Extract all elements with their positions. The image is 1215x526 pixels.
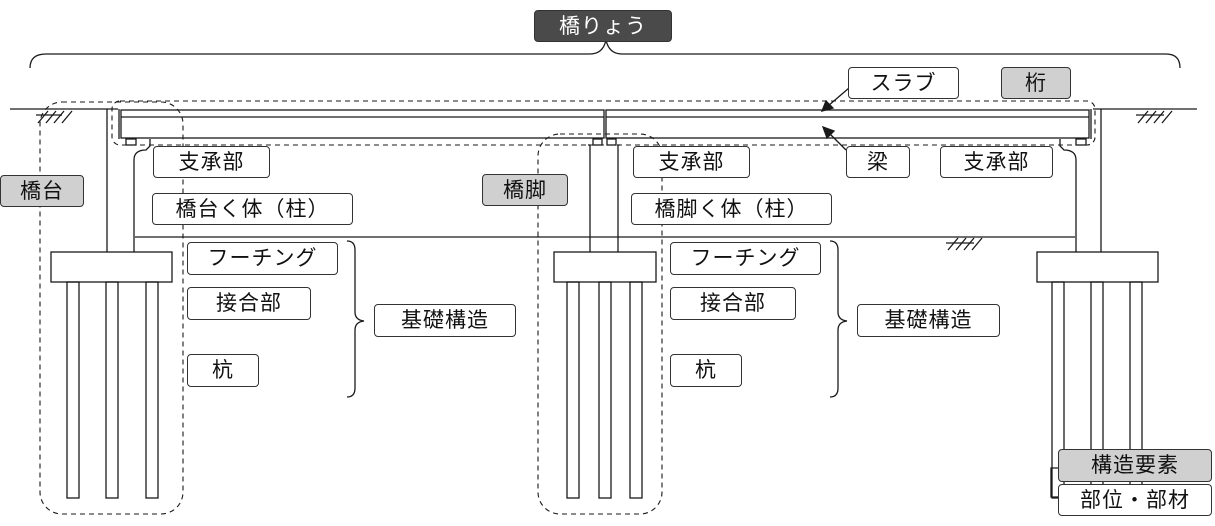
legend-member: 部位・部材 [1058,484,1212,516]
pile-right-label: 杭 [670,354,742,387]
foundation-left-label: 基礎構造 [374,304,516,337]
slab-arrow [827,87,850,107]
joint-left-label: 接合部 [187,287,311,320]
girder-label: 桁 [1001,67,1071,99]
beam-arrow [828,132,847,151]
abutment-left-body [106,109,151,252]
abutment-body-label: 橋台く体（柱） [152,193,353,225]
bearing-left-label: 支承部 [153,146,270,178]
beam-label: 梁 [846,146,910,178]
pile-pier-3 [629,281,643,499]
dashed-abutment [39,101,184,515]
bearing-center-label: 支承部 [633,146,750,178]
dashed-superstructure [111,100,1096,146]
pile-left-1 [66,281,80,499]
footing-pier [553,251,657,283]
pile-pier-1 [566,281,580,499]
bearing-pier-b [606,138,617,146]
bridge-brace [29,39,1181,69]
deck-left [120,109,605,139]
pile-left-label: 杭 [187,354,259,387]
bridge-title: 橋りょう [534,10,672,42]
pier-label: 橋脚 [482,174,568,206]
bearing-right [1075,138,1087,146]
ground-hatch-right [1136,110,1173,124]
beam-arrowhead [821,125,836,140]
joint-right-label: 接合部 [670,287,796,320]
abutment-right-body [1059,109,1102,252]
slab-arrowhead [820,99,835,112]
pile-left-2 [105,281,119,499]
footing-left-label: フーチング [187,242,338,275]
pier-column [588,144,620,252]
slab-label: スラブ [848,67,959,99]
foundation-right-label: 基礎構造 [857,304,1000,337]
ground-hatch-left [36,110,73,124]
footing-right-label: フーチング [670,242,821,275]
pile-left-3 [145,281,159,499]
ground-hatch-middle [946,237,983,251]
bearing-pier-a [592,138,603,146]
legend-element: 構造要素 [1058,449,1212,482]
bearing-left [125,138,137,146]
footing-left [50,251,173,283]
footing-right [1036,251,1159,283]
abutment-label: 橋台 [0,175,84,207]
deck-right [605,109,1090,139]
foundation-brace-right [829,240,848,398]
dashed-pier [537,133,663,515]
bearing-right-label: 支承部 [940,146,1053,178]
legend-connector [1050,467,1064,498]
pile-pier-2 [598,281,612,499]
pier-body-label: 橋脚く体（柱） [631,193,832,225]
foundation-brace-left [346,240,365,398]
